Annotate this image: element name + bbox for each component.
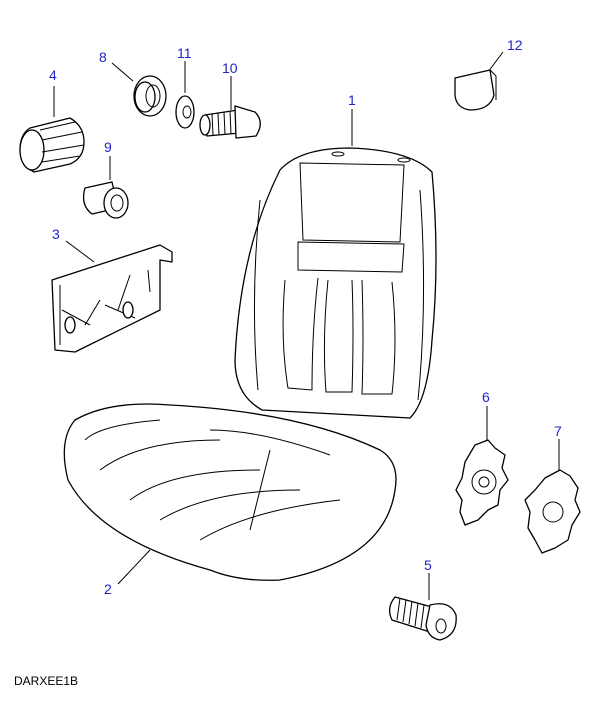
part-1-backrest: [234, 147, 437, 419]
part-6-sprocket: [455, 439, 509, 526]
part-12-cap: [454, 69, 497, 111]
part-7-sprocket: [524, 469, 581, 554]
callout-10: 10: [222, 60, 238, 76]
callout-6: 6: [482, 389, 490, 405]
callout-8: 8: [99, 49, 107, 65]
part-4-knob: [19, 117, 85, 173]
callout-11: 11: [177, 45, 192, 61]
callout-2: 2: [104, 581, 112, 597]
part-9-bush: [82, 181, 129, 219]
part-8-clip: [133, 75, 167, 117]
diagram-code: DARXEE1B: [14, 674, 79, 688]
part-11-washer: [175, 95, 195, 129]
callout-1: 1: [348, 92, 356, 108]
part-10-bolt: [199, 105, 261, 139]
callout-5: 5: [424, 557, 432, 573]
callout-7: 7: [554, 423, 562, 439]
callout-4: 4: [49, 67, 57, 83]
callout-3: 3: [52, 226, 60, 242]
callout-12: 12: [507, 37, 523, 53]
callout-9: 9: [104, 139, 112, 155]
leader-lines: [53, 51, 560, 600]
part-5-bolt: [388, 596, 457, 641]
part-3-bracket: [51, 244, 173, 353]
part-2-cushion: [63, 403, 397, 581]
